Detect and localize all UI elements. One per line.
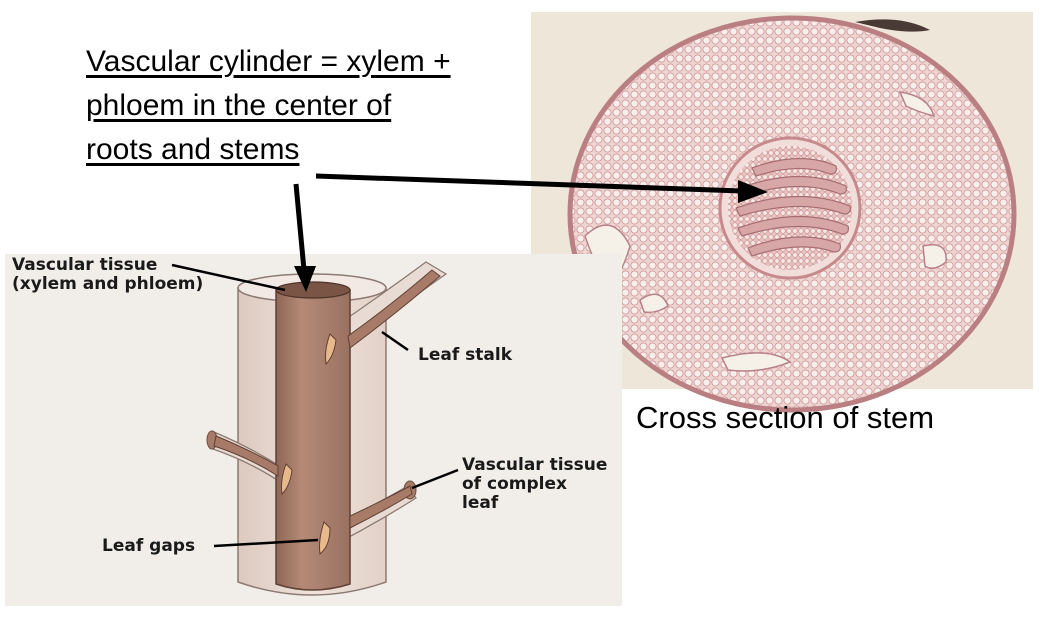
inner-vascular-cylinder: [275, 289, 351, 591]
arrow-to-micrograph-head: [738, 180, 768, 203]
leader-vascular-tissue: [171, 263, 286, 292]
epidermis: [567, 15, 1017, 413]
leader-leaf-stalk: [381, 330, 409, 352]
leaf-gap: [319, 521, 331, 555]
title-line-1: Vascular cylinder = xylem +: [86, 45, 451, 78]
air-space: [922, 244, 947, 269]
leaf-trace-lower: [349, 485, 413, 529]
leaf-gap: [325, 333, 337, 366]
leaf-trace-left: [213, 435, 279, 477]
arrow-to-micrograph-shaft: [315, 173, 743, 194]
air-space: [639, 293, 669, 314]
label-vascular-leaf-line-1: Vascular tissue: [462, 455, 608, 475]
leader-vascular-leaf: [411, 468, 459, 490]
arrow-to-diagram-head: [294, 266, 316, 292]
arrow-to-diagram-shaft: [293, 183, 307, 271]
debris-patch: [855, 19, 930, 32]
label-vascular-tissue-leaf: Vascular tissue of complex leaf: [462, 456, 607, 513]
leader-lines: [171, 263, 459, 548]
title-line-2: phloem in the center of: [86, 89, 392, 122]
label-vascular-tissue: Vascular tissue (xylem and phloem): [12, 256, 203, 294]
leader-leaf-gaps: [213, 538, 319, 548]
xylem-bands: [735, 157, 851, 257]
air-space: [720, 352, 792, 372]
label-vascular-tissue-line-2: (xylem and phloem): [12, 274, 204, 294]
pointer-arrows: [293, 173, 768, 292]
label-vascular-leaf-line-3: leaf: [462, 493, 499, 513]
micrograph-caption: Cross section of stem: [636, 400, 935, 435]
vascular-cylinder-definition: Vascular cylinder = xylem + phloem in th…: [86, 40, 506, 172]
label-vascular-leaf-line-2: of complex: [462, 474, 567, 494]
leaf-trace-upper: [347, 269, 441, 349]
stem-3d-diagram: [206, 261, 448, 596]
label-leaf-stalk: Leaf stalk: [418, 345, 512, 365]
label-leaf-gaps: Leaf gaps: [102, 536, 196, 556]
title-line-3: roots and stems: [86, 133, 300, 166]
air-space: [898, 91, 936, 118]
leaf-gap: [281, 463, 293, 496]
vascular-cylinder-top: [275, 281, 351, 299]
label-vascular-tissue-line-1: Vascular tissue: [12, 255, 158, 275]
